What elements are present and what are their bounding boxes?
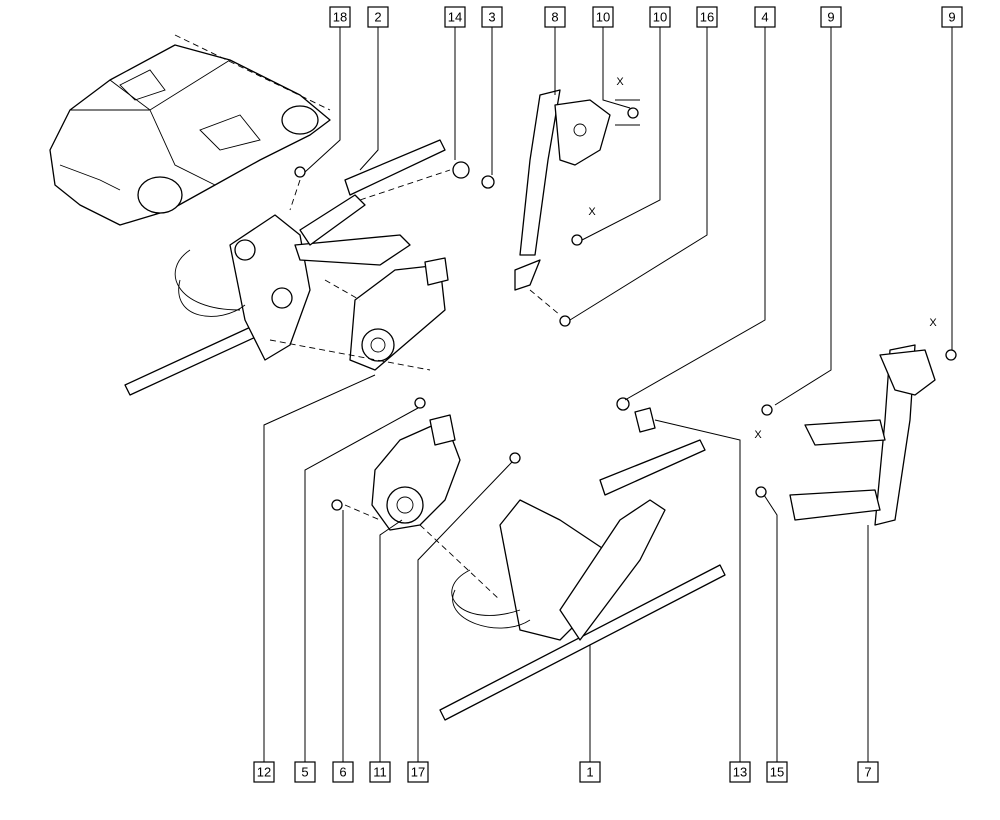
callout-9-b: 9 <box>941 6 963 28</box>
dimension-mark-x: X <box>588 206 596 218</box>
leader-lines-top <box>304 27 953 406</box>
dimension-mark-x: X <box>754 429 762 441</box>
svg-text:7: 7 <box>864 765 871 780</box>
callouts-bottom: 12 5 6 11 17 1 13 15 7 <box>253 761 879 783</box>
svg-text:1: 1 <box>586 765 593 780</box>
svg-text:13: 13 <box>733 765 747 780</box>
svg-text:16: 16 <box>700 10 714 25</box>
callout-13: 13 <box>729 761 751 783</box>
motor-assembly <box>331 414 521 601</box>
callouts-top: 18 2 14 3 8 10 10 16 4 9 9 <box>329 6 963 28</box>
svg-text:15: 15 <box>770 765 784 780</box>
callout-17: 17 <box>407 761 429 783</box>
callout-4: 4 <box>754 6 776 28</box>
callout-6: 6 <box>332 761 354 783</box>
svg-text:8: 8 <box>551 10 558 25</box>
callout-18: 18 <box>329 6 351 28</box>
callout-16: 16 <box>696 6 718 28</box>
svg-text:4: 4 <box>761 10 768 25</box>
callout-8: 8 <box>544 6 566 28</box>
svg-text:14: 14 <box>448 10 462 25</box>
leader-lines-bottom <box>263 374 869 762</box>
svg-text:12: 12 <box>257 765 271 780</box>
callout-2: 2 <box>367 6 389 28</box>
svg-text:6: 6 <box>339 765 346 780</box>
svg-text:10: 10 <box>653 10 667 25</box>
svg-text:2: 2 <box>374 10 381 25</box>
callout-7: 7 <box>857 761 879 783</box>
callout-3: 3 <box>481 6 503 28</box>
regulator-assembly-upper <box>124 139 495 409</box>
dimension-mark-x: X <box>929 317 937 329</box>
window-rail-front <box>514 89 640 327</box>
callout-15: 15 <box>766 761 788 783</box>
svg-text:3: 3 <box>488 10 495 25</box>
callout-5: 5 <box>294 761 316 783</box>
svg-text:9: 9 <box>827 10 834 25</box>
callout-1: 1 <box>579 761 601 783</box>
svg-text:11: 11 <box>373 765 387 780</box>
dimension-mark-x: X <box>616 76 624 88</box>
callout-11: 11 <box>369 761 391 783</box>
callout-14: 14 <box>444 6 466 28</box>
callout-12: 12 <box>253 761 275 783</box>
svg-text:10: 10 <box>596 10 610 25</box>
regulator-assembly-lower <box>439 397 726 721</box>
svg-text:18: 18 <box>333 10 347 25</box>
callout-9-a: 9 <box>820 6 842 28</box>
callout-10-b: 10 <box>649 6 671 28</box>
callout-10-a: 10 <box>592 6 614 28</box>
svg-text:9: 9 <box>948 10 955 25</box>
svg-text:5: 5 <box>301 765 308 780</box>
window-rail-rear <box>755 344 957 526</box>
svg-text:17: 17 <box>411 765 425 780</box>
vehicle-location-thumbnail <box>49 34 331 226</box>
